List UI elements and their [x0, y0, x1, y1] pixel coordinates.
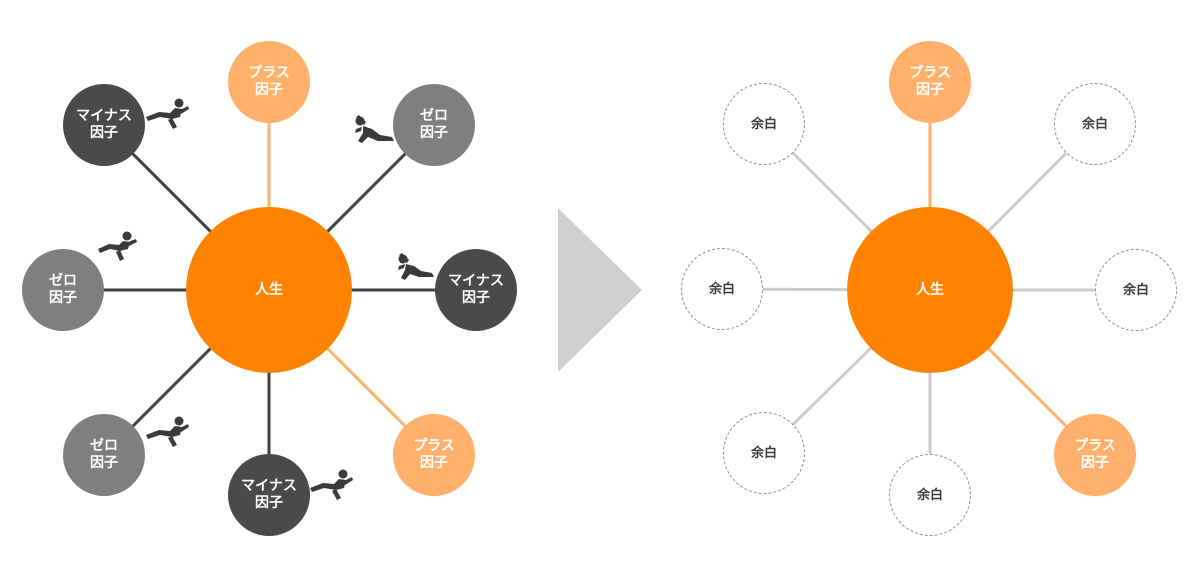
node-label: 因子: [420, 455, 448, 471]
node-label: 因子: [462, 290, 490, 306]
node-blank-bottom: 余白: [889, 454, 971, 536]
node-blank-top-left: 余白: [723, 83, 805, 165]
node-label: 余白: [1081, 116, 1108, 132]
node-blank-bottom-left: 余白: [723, 412, 805, 494]
center-node-life: 人生: [186, 207, 352, 373]
node-plus-factor-bottom-right: プラス 因子: [393, 414, 475, 496]
node-label: 因子: [916, 82, 944, 98]
node-label: 因子: [90, 125, 118, 141]
node-label: マイナス: [76, 108, 132, 124]
node-zero-factor-bottom-left: ゼロ 因子: [63, 414, 145, 496]
node-label: 余白: [708, 281, 735, 297]
node-label: プラス: [413, 438, 455, 454]
node-label: 因子: [1081, 455, 1109, 471]
node-blank-left: 余白: [681, 248, 763, 330]
node-label: 人生: [255, 281, 283, 298]
kick-figure-icon: [146, 98, 189, 129]
kick-figure-icon: [355, 115, 394, 143]
node-zero-factor-left: ゼロ 因子: [22, 249, 104, 331]
node-label: プラス: [1074, 438, 1116, 454]
node-label: 因子: [420, 125, 448, 141]
node-plus-factor-top: プラス 因子: [889, 41, 971, 123]
node-plus-factor-bottom-right: プラス 因子: [1054, 414, 1136, 496]
node-label: ゼロ: [90, 438, 118, 454]
node-minus-factor-right: マイナス 因子: [435, 249, 517, 331]
node-blank-top-right: 余白: [1054, 83, 1136, 165]
transition-arrow-icon: [558, 208, 642, 372]
kick-figure-icon: [146, 416, 189, 447]
node-label: マイナス: [241, 478, 297, 494]
node-label: 因子: [90, 455, 118, 471]
node-plus-factor-top: プラス 因子: [228, 41, 310, 123]
node-blank-right: 余白: [1095, 249, 1177, 331]
node-label: ゼロ: [49, 273, 77, 289]
node-label: 因子: [255, 82, 283, 98]
node-label: 余白: [750, 445, 777, 461]
node-minus-factor-bottom: マイナス 因子: [228, 454, 310, 536]
kick-figure-icon: [310, 469, 353, 500]
node-label: 余白: [750, 116, 777, 132]
node-label: 余白: [1122, 282, 1149, 298]
node-label: 因子: [255, 495, 283, 511]
kick-figure-icon: [398, 253, 434, 280]
node-label: プラス: [909, 65, 951, 81]
node-minus-factor-top-left: マイナス 因子: [63, 84, 145, 166]
node-label: ゼロ: [420, 108, 448, 124]
node-label: プラス: [248, 65, 290, 81]
node-label: マイナス: [448, 273, 504, 289]
node-label: 人生: [916, 281, 944, 298]
node-label: 因子: [49, 290, 77, 306]
center-node-life: 人生: [847, 207, 1013, 373]
kick-figure-icon: [98, 231, 137, 261]
node-zero-factor-top-right: ゼロ 因子: [393, 84, 475, 166]
node-label: 余白: [916, 487, 943, 503]
